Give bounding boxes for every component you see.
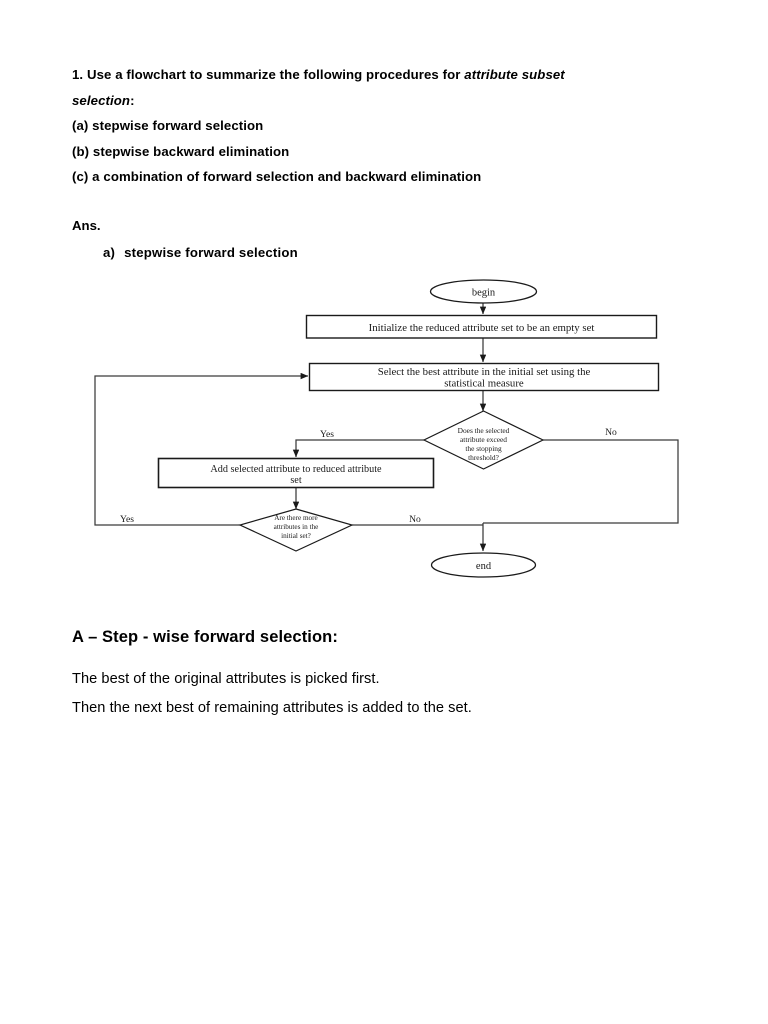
decision-more-shape: [238, 508, 354, 552]
add-attribute-box-shape: [157, 457, 435, 489]
question-line-2-italic: selection: [72, 92, 131, 108]
add-attribute-line2: set: [290, 475, 301, 486]
select-best-label-line2: statistical measure: [444, 378, 524, 390]
decision-more-line3: initial set?: [281, 532, 311, 540]
question-item-c: (c) a combination of forward selection a…: [72, 169, 482, 184]
decision-threshold-line1: Does the selected: [458, 426, 510, 435]
select-best-label-line1: Select the best attribute in the initial…: [378, 366, 591, 378]
answer-label: Ans.: [72, 218, 101, 233]
flow-node-begin: begin: [429, 279, 538, 304]
initialize-box-shape: [305, 314, 658, 339]
edge-label-more-yes: Yes: [120, 514, 134, 525]
initialize-label: Initialize the reduced attribute set to …: [369, 322, 595, 334]
question-line-2: selection:: [72, 88, 672, 114]
question-line-1-text: 1. Use a flowchart to summarize the foll…: [72, 67, 465, 82]
question-block: 1. Use a flowchart to summarize the foll…: [72, 62, 672, 190]
flow-node-add-attribute: Add selected attribute to reduced attrib…: [157, 457, 435, 489]
select-best-box-shape: [308, 362, 660, 392]
flow-node-end: end: [430, 552, 537, 578]
begin-oval-shape: [429, 279, 538, 304]
edge-label-more-no: No: [409, 514, 421, 525]
flow-node-initialize: Initialize the reduced attribute set to …: [305, 314, 658, 339]
decision-threshold-shape: [422, 410, 545, 470]
answer-item-text: stepwise forward selection: [124, 245, 298, 260]
question-line-2-colon: :: [130, 92, 135, 108]
flow-node-select-best: Select the best attribute in the initial…: [308, 362, 660, 392]
answer-item-marker: a): [103, 245, 116, 260]
add-attribute-line1: Add selected attribute to reduced attrib…: [210, 464, 382, 475]
decision-threshold-line2: attribute exceed: [460, 435, 507, 444]
question-item-a: (a) stepwise forward selection: [72, 118, 264, 133]
decision-threshold-line3: the stopping: [465, 444, 502, 453]
end-oval-shape: [430, 552, 537, 578]
paragraph-next-best-added: Then the next best of remaining attribut…: [72, 700, 472, 716]
edge-threshold-yes: [292, 439, 424, 458]
edge-label-threshold-yes: Yes: [320, 429, 334, 440]
edge-label-threshold-no: No: [605, 427, 617, 438]
decision-more-line1: Are there more: [274, 514, 318, 522]
edge-more-yes-loop: [94, 372, 309, 526]
decision-threshold-line4: threshold?: [468, 453, 499, 462]
flow-node-decision-more: Are there more attributes in the initial…: [238, 508, 354, 552]
question-line-1: 1. Use a flowchart to summarize the foll…: [72, 62, 672, 88]
decision-more-line2: attributes in the: [274, 523, 319, 531]
flow-node-decision-threshold: Does the selected attribute exceed the s…: [422, 410, 545, 470]
question-item-b: (b) stepwise backward elimination: [72, 143, 290, 159]
section-heading: A – Step - wise forward selection:: [72, 628, 338, 646]
question-line-1-italic: attribute subset: [464, 67, 565, 82]
end-label: end: [476, 561, 492, 572]
answer-item-a: a) stepwise forward selection: [103, 245, 298, 260]
begin-label: begin: [472, 288, 496, 299]
paragraph-best-picked-first: The best of the original attributes is p…: [72, 671, 380, 687]
edge-threshold-no: [483, 439, 679, 524]
